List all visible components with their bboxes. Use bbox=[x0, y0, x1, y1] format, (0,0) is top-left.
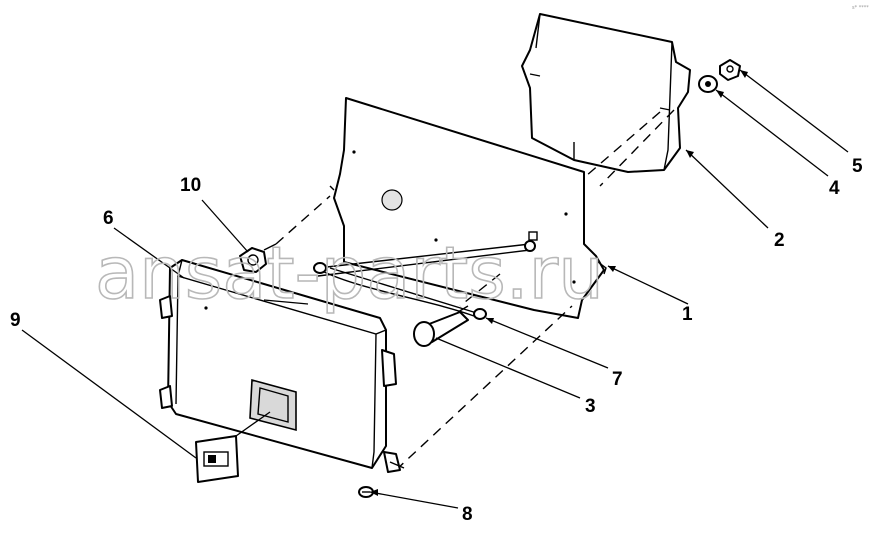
label-decal bbox=[195, 411, 271, 483]
mounting-plate bbox=[329, 97, 607, 319]
callout-1: 1 bbox=[682, 304, 693, 325]
wire-harness bbox=[313, 240, 536, 320]
watermark-text: ansat-parts.ru bbox=[95, 231, 604, 315]
nut-10 bbox=[239, 195, 331, 273]
controller-module bbox=[521, 13, 691, 173]
cover-housing bbox=[159, 259, 405, 473]
alignment-line bbox=[459, 273, 501, 307]
leader-arrowheads bbox=[370, 70, 748, 496]
callout-2: 2 bbox=[774, 230, 785, 251]
alignment-line bbox=[395, 305, 573, 471]
callout-8: 8 bbox=[462, 504, 473, 525]
callout-3: 3 bbox=[585, 396, 596, 417]
corner-mark: s* **** bbox=[852, 5, 869, 11]
plate-center-hole bbox=[381, 189, 403, 211]
callout-5: 5 bbox=[852, 156, 863, 177]
callout-4: 4 bbox=[829, 178, 840, 199]
callout-10: 10 bbox=[180, 175, 201, 196]
leader-lines bbox=[21, 69, 849, 509]
alignment-line bbox=[599, 109, 675, 187]
pin-3 bbox=[413, 305, 469, 347]
callout-9: 9 bbox=[10, 310, 21, 331]
washer-4 bbox=[698, 75, 718, 93]
callout-7: 7 bbox=[612, 369, 623, 390]
nut-5 bbox=[719, 59, 741, 81]
callout-6: 6 bbox=[103, 208, 114, 229]
